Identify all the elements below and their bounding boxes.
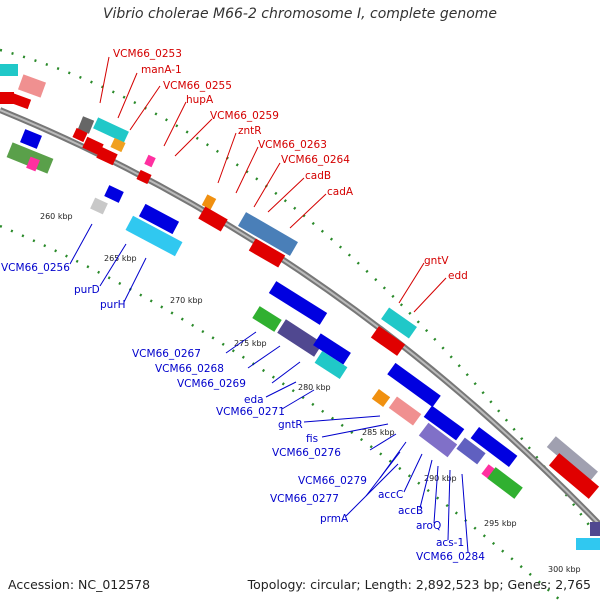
gene-arrow[interactable]	[6, 142, 54, 174]
reverse-labels: VCM66_0256 purD purH VCM66_0267 VCM66_02…	[1, 223, 485, 563]
gene-arrow[interactable]	[313, 333, 351, 365]
gene-arrow[interactable]	[8, 92, 32, 110]
gene-label[interactable]: cadB	[305, 170, 331, 182]
gene-label[interactable]: VCM66_0277	[270, 493, 339, 505]
gene-arrow[interactable]	[252, 306, 282, 332]
reverse-genes	[6, 129, 600, 550]
gene-arrow[interactable]	[198, 206, 228, 232]
gene-label[interactable]: VCM66_0279	[298, 475, 367, 487]
gene-arrow[interactable]	[93, 117, 129, 143]
gene-label[interactable]: hupA	[186, 94, 214, 106]
outer-dotted-ring	[0, 48, 600, 600]
tick-label: 285 kbp	[362, 428, 395, 437]
tick-label: 265 kbp	[104, 254, 137, 263]
gene-label[interactable]: edd	[448, 270, 468, 282]
gene-arrow[interactable]	[423, 405, 465, 441]
gene-arrow[interactable]	[238, 212, 298, 256]
gene-arrow[interactable]	[314, 350, 348, 380]
gene-arrow[interactable]	[26, 156, 40, 172]
gene-label[interactable]: VCM66_0268	[155, 363, 224, 375]
gene-label[interactable]: accB	[398, 505, 423, 517]
gene-label[interactable]: fis	[306, 433, 318, 445]
gene-arrow[interactable]	[125, 215, 183, 257]
genome-summary-text: Topology: circular; Length: 2,892,523 bp…	[247, 577, 591, 592]
gene-label[interactable]: VCM66_0269	[177, 378, 246, 390]
gene-label[interactable]: purH	[100, 299, 126, 311]
tick-label: 290 kbp	[424, 474, 457, 483]
gene-arrow[interactable]	[418, 422, 458, 458]
gene-arrow[interactable]	[72, 127, 88, 143]
tick-label: 275 kbp	[234, 339, 267, 348]
tick-labels: 260 kbp 265 kbp 270 kbp 275 kbp 280 kbp …	[40, 212, 581, 574]
gene-label[interactable]: VCM66_0276	[272, 447, 341, 459]
gene-label[interactable]: eda	[244, 394, 264, 406]
forward-genes	[0, 64, 600, 499]
gene-arrow[interactable]	[268, 281, 328, 325]
gene-arrow[interactable]	[546, 436, 598, 483]
gene-arrow[interactable]	[0, 64, 18, 76]
gene-arrow[interactable]	[20, 129, 42, 149]
gene-label[interactable]: purD	[74, 284, 100, 296]
gene-arrow[interactable]	[576, 538, 600, 550]
gene-arrow[interactable]	[144, 154, 156, 168]
accession-text: Accession: NC_012578	[8, 577, 151, 592]
gene-arrow[interactable]	[470, 426, 518, 468]
tick-label: 270 kbp	[170, 296, 203, 305]
gene-arrow[interactable]	[590, 522, 600, 536]
gene-label[interactable]: VCM66_0263	[258, 139, 327, 151]
map-title: Vibrio cholerae M66-2 chromosome I, comp…	[102, 6, 498, 22]
gene-arrow[interactable]	[487, 467, 523, 499]
gene-arrow[interactable]	[82, 136, 104, 156]
gene-arrow[interactable]	[548, 453, 600, 499]
gene-label[interactable]: aroQ	[416, 520, 441, 532]
gene-label[interactable]: VCM66_0256	[1, 262, 70, 274]
gene-arrow[interactable]	[136, 169, 152, 185]
gene-arrow[interactable]	[17, 74, 47, 98]
gene-arrow[interactable]	[104, 185, 124, 203]
gene-label[interactable]: cadA	[327, 186, 354, 198]
tick-label: 300 kbp	[548, 565, 581, 574]
gene-arrow[interactable]	[248, 238, 286, 268]
gene-label[interactable]: gntR	[278, 419, 303, 431]
gene-arrow[interactable]	[138, 203, 180, 235]
gene-label[interactable]: acs-1	[436, 537, 464, 549]
gene-arrow[interactable]	[96, 146, 118, 166]
gene-label[interactable]: VCM66_0267	[132, 348, 201, 360]
gene-label[interactable]: VCM66_0255	[163, 80, 232, 92]
gene-arrow[interactable]	[456, 437, 486, 465]
gene-label[interactable]: VCM66_0284	[416, 551, 485, 563]
gene-label[interactable]: manA-1	[141, 64, 182, 76]
gene-arrow[interactable]	[387, 362, 441, 408]
gene-label[interactable]: zntR	[238, 125, 262, 137]
forward-labels: VCM66_0253 manA-1 VCM66_0255 hupA VCM66_…	[99, 48, 468, 313]
gene-label[interactable]: VCM66_0271	[216, 406, 285, 418]
gene-label[interactable]: VCM66_0259	[210, 110, 279, 122]
gene-arrow[interactable]	[388, 396, 422, 426]
gene-arrow[interactable]	[277, 319, 323, 357]
gene-label[interactable]: VCM66_0264	[281, 154, 350, 166]
tick-label: 260 kbp	[40, 212, 73, 221]
gene-label[interactable]: prmA	[320, 513, 349, 525]
gene-arrow[interactable]	[110, 137, 126, 153]
gene-arrow[interactable]	[381, 307, 417, 339]
gene-label[interactable]: gntV	[424, 255, 449, 267]
gene-arrow[interactable]	[201, 194, 217, 210]
gene-arrow[interactable]	[370, 326, 406, 356]
gene-label[interactable]: accC	[378, 489, 403, 501]
gene-arrow[interactable]	[77, 116, 95, 134]
tick-label: 280 kbp	[298, 383, 331, 392]
tick-label: 295 kbp	[484, 519, 517, 528]
gene-label[interactable]: VCM66_0253	[113, 48, 182, 60]
gene-arrow[interactable]	[371, 389, 391, 407]
gene-arrow[interactable]	[90, 197, 108, 215]
gene-arrow[interactable]	[481, 464, 497, 480]
